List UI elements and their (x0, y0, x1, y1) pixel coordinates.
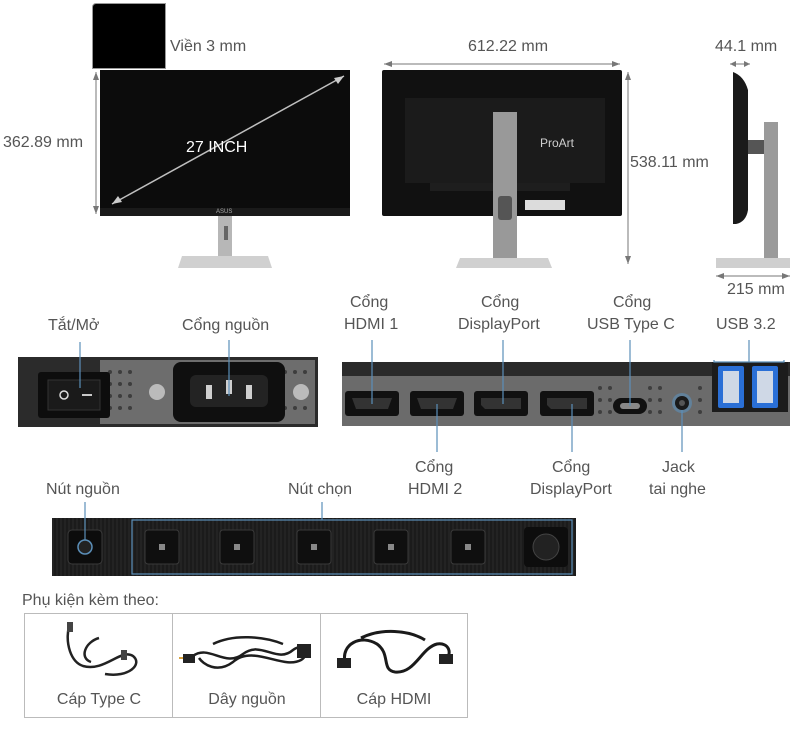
usbc-label-2: USB Type C (587, 316, 675, 333)
monitor-side-view (716, 61, 790, 279)
hdmi2-label-1: Cổng (415, 459, 454, 476)
base-depth-label: 215 mm (727, 281, 785, 298)
power-cord-image (179, 636, 311, 669)
buttons-panel (52, 502, 576, 576)
hdmi1-label-2: HDMI 1 (344, 316, 399, 333)
dp2-label-1: Cổng (552, 459, 591, 476)
power-port-label: Cổng nguồn (182, 317, 270, 334)
dp1-label-2: DisplayPort (458, 316, 540, 333)
screen-size-label: 27 INCH (186, 139, 248, 156)
accessories-table: Cáp Type C Dây nguồn Cáp HDMI (24, 613, 468, 718)
select-buttons-label: Nút chọn (288, 481, 353, 498)
accessories-heading: Phụ kiện kèm theo: (22, 592, 159, 609)
front-logo: ASUS (216, 209, 233, 215)
power-button-label: Nút nguồn (46, 481, 120, 498)
height-label: 362.89 mm (3, 134, 84, 151)
accessory-cell-hdmi: Cáp HDMI (321, 614, 467, 717)
dp1-label-1: Cổng (481, 294, 520, 311)
bezel-label: Viền 3 mm (170, 38, 247, 55)
accessory-label-typec: Cáp Type C (56, 691, 142, 708)
hdmi2-label-2: HDMI 2 (408, 481, 463, 498)
hdmi-cable-image (337, 629, 453, 674)
depth-label: 44.1 mm (715, 38, 778, 55)
monitor-front-view (93, 70, 350, 268)
accessory-label-hdmi: Cáp HDMI (356, 691, 432, 708)
io-panel (342, 340, 790, 452)
usbc-label-1: Cổng (613, 294, 652, 311)
total-height-label: 538.11 mm (630, 154, 709, 171)
jack-label-1: Jack (662, 459, 695, 476)
dp2-label-2: DisplayPort (530, 481, 612, 498)
accessory-cell-typec: Cáp Type C (25, 614, 173, 717)
accessory-label-power: Dây nguồn (208, 691, 286, 708)
jack-label-2: tai nghe (649, 481, 706, 498)
width-label: 612.22 mm (468, 38, 549, 55)
power-panel (18, 340, 318, 427)
power-switch-label: Tắt/Mở (48, 317, 100, 334)
accessory-cell-power: Dây nguồn (173, 614, 321, 717)
hdmi1-label-1: Cổng (350, 294, 389, 311)
proart-logo: ProArt (540, 136, 575, 150)
monitor-back-view (382, 61, 631, 268)
bezel-closeup (92, 3, 166, 69)
typec-cable-image (66, 622, 138, 676)
usb32-label: USB 3.2 (716, 316, 776, 333)
